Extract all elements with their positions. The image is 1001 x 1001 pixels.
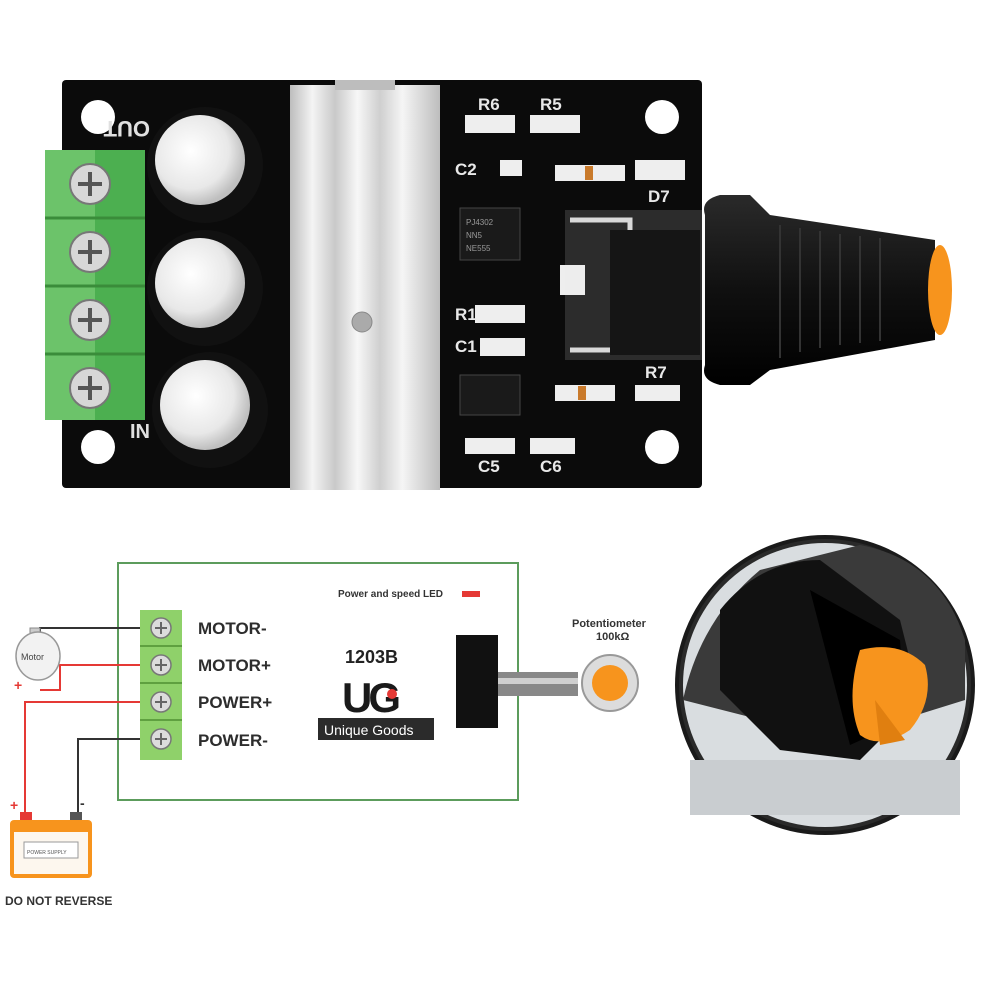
board-label: D7 — [648, 187, 670, 206]
pot-title: Potentiometer — [572, 618, 647, 630]
board-label: C2 — [455, 160, 477, 179]
diagram-terminal-block — [140, 610, 182, 760]
logo-dot — [387, 689, 397, 699]
in-label: IN — [130, 421, 150, 443]
board-label: C5 — [478, 457, 500, 476]
mount-hole — [81, 100, 115, 134]
potentiometer-body — [565, 210, 705, 360]
pot-value: 100kΩ — [596, 631, 629, 643]
motor-plus-sign: + — [14, 677, 22, 693]
terminal-label-motor-plus: MOTOR+ — [198, 656, 271, 675]
capacitor-2 — [147, 230, 263, 346]
board-label: R1 — [455, 305, 477, 324]
battery-minus-sign: - — [80, 795, 85, 811]
wire-power-minus — [77, 738, 140, 815]
potentiometer-knob — [704, 195, 952, 385]
module-outline — [117, 562, 519, 801]
knob-closeup — [675, 535, 975, 835]
pot-block — [456, 635, 498, 728]
pwm-board-photo: OUT IN R6 R5 C2 D7 R1 C1 R7 C5 C6 — [45, 80, 952, 490]
terminal-label-power-minus: POWER- — [198, 731, 268, 750]
terminal-label-motor-minus: MOTOR- — [198, 619, 267, 638]
chip-text: PJ4302 — [466, 218, 494, 227]
motor-label: Motor — [21, 652, 44, 662]
terminal-label-power-plus: POWER+ — [198, 693, 272, 712]
battery-plus-sign: + — [10, 797, 18, 813]
terminal-block — [45, 150, 145, 420]
board-label: R5 — [540, 95, 562, 114]
smd-components — [459, 115, 685, 454]
heatsink — [290, 80, 440, 490]
model-number: 1203B — [345, 647, 398, 667]
wire-power-plus — [24, 701, 140, 815]
brand-banner — [318, 718, 434, 740]
wiring-diagram: Motor + POWER SUPPLY + - DO NOT REVERSE … — [5, 535, 975, 908]
board-label: R7 — [645, 363, 667, 382]
pot-knob-cap — [592, 665, 628, 701]
mount-hole — [645, 100, 679, 134]
chip-text: NE555 — [466, 244, 491, 253]
board-label: R6 — [478, 95, 500, 114]
led-indicator — [462, 591, 480, 597]
chip-text: NN5 — [466, 231, 483, 240]
board-label: C1 — [455, 337, 477, 356]
mount-hole — [645, 430, 679, 464]
capacitor-3 — [152, 352, 268, 468]
warning-text: DO NOT REVERSE — [5, 894, 112, 908]
capacitor-1 — [147, 107, 263, 223]
wire-motor-plus — [40, 664, 140, 691]
board-label: C6 — [540, 457, 562, 476]
mount-hole — [81, 430, 115, 464]
battery-label: POWER SUPPLY — [27, 850, 67, 856]
motor-icon — [15, 627, 61, 681]
out-label: OUT — [103, 116, 150, 141]
battery-icon — [10, 812, 92, 878]
led-caption: Power and speed LED — [338, 589, 443, 600]
brand-name: Unique Goods — [324, 722, 414, 738]
